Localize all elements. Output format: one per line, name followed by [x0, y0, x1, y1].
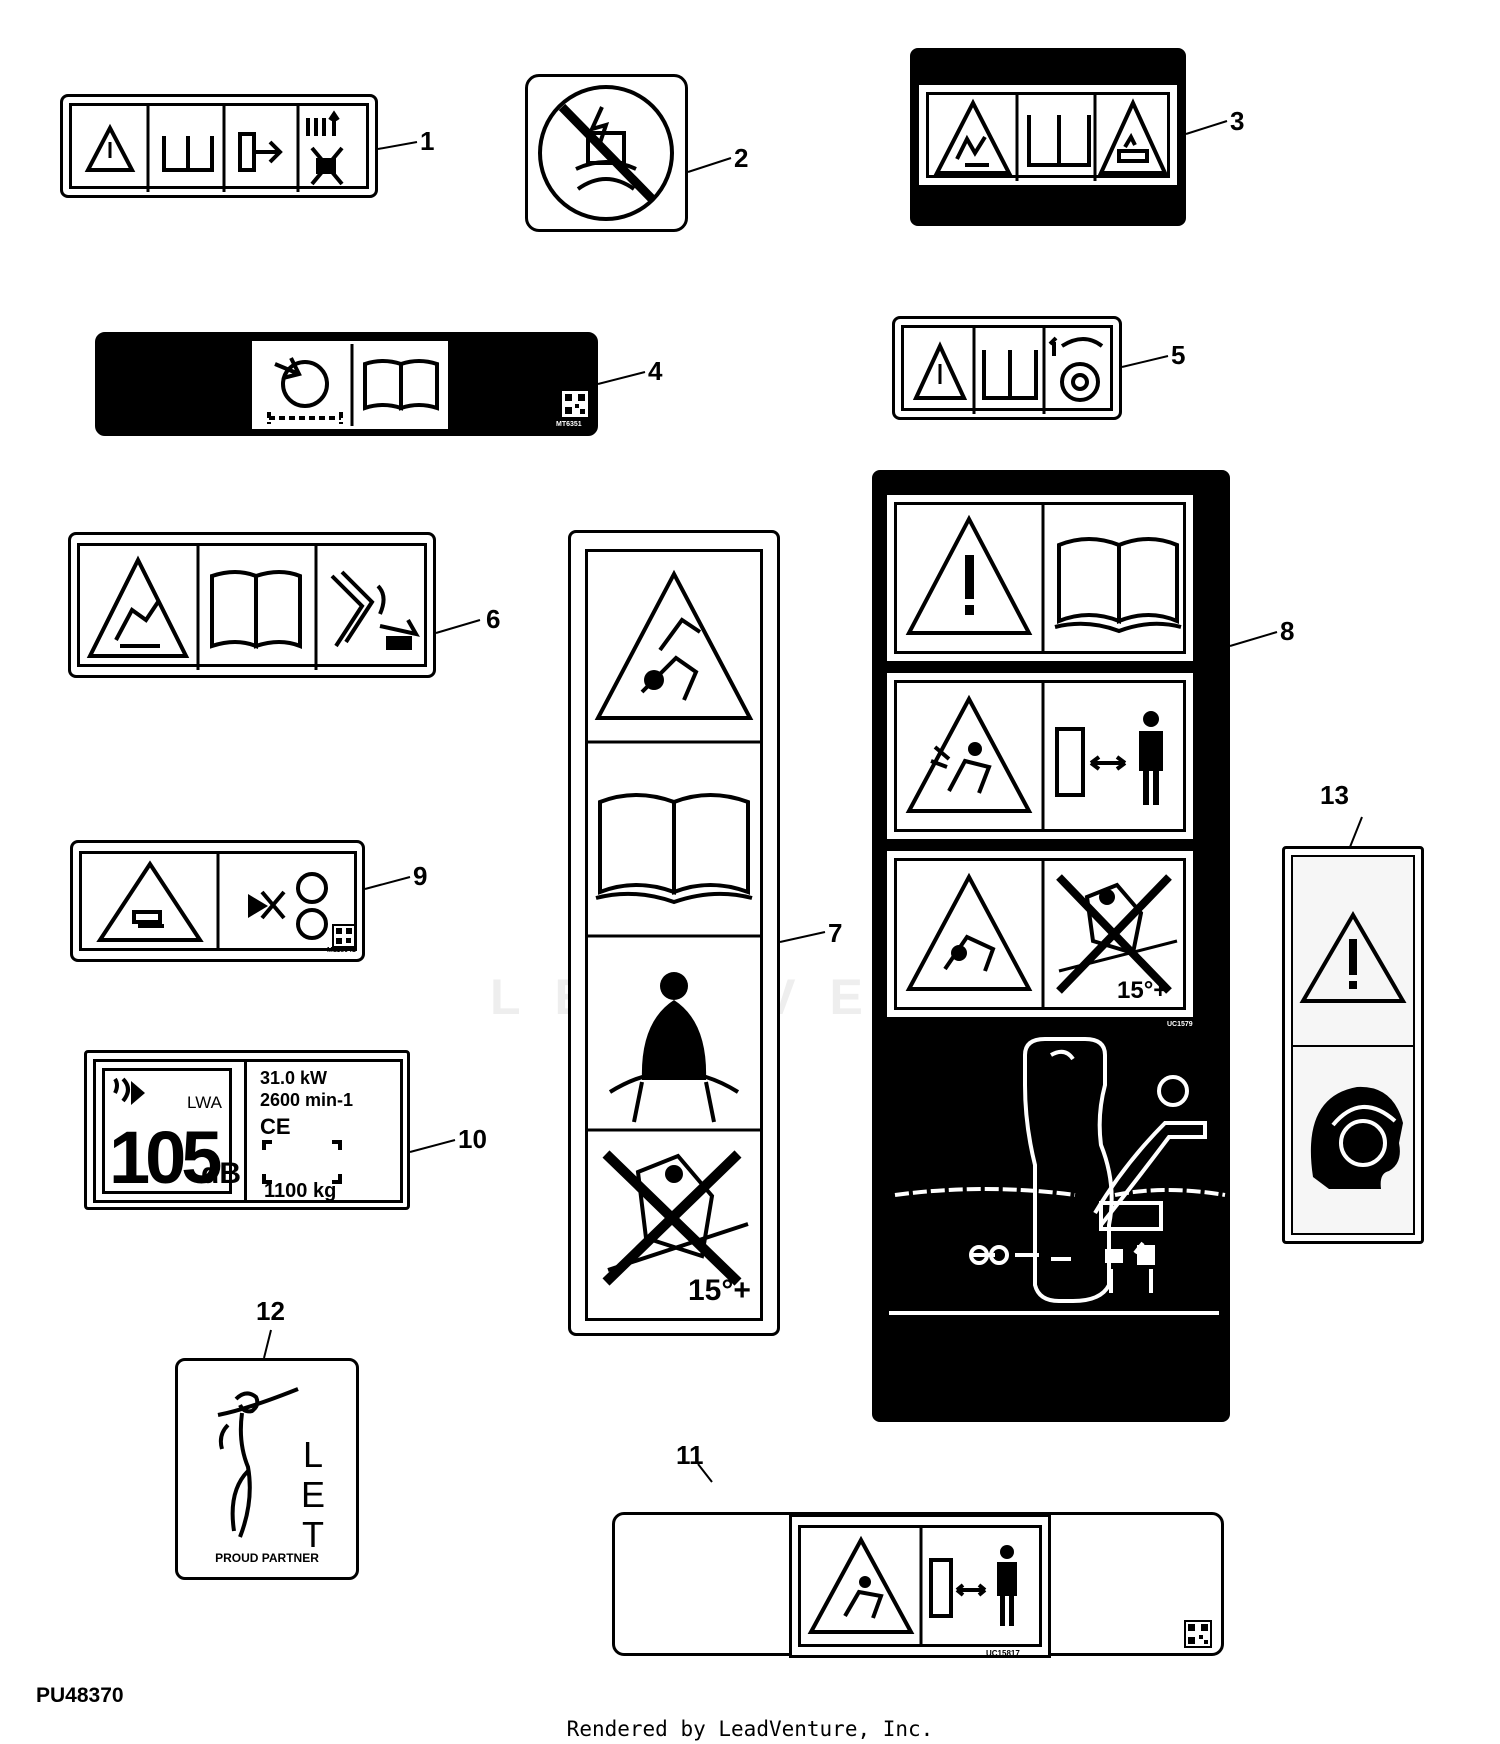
thrown-object-hazard-icon	[905, 694, 1033, 813]
warning-triangle-icon	[84, 123, 136, 172]
callout-5: 5	[1171, 340, 1186, 370]
sound-level-value: 105	[109, 1116, 222, 1199]
decal-8-row2-icons	[905, 683, 1163, 829]
decal-11: UC15817	[612, 1512, 1224, 1658]
rollover-hazard-icon	[594, 569, 754, 720]
decal-1	[60, 94, 378, 198]
decal-9-code: M118041	[327, 947, 356, 954]
decal-7: 15°+	[568, 530, 780, 1336]
warning-triangle-icon	[905, 514, 1033, 635]
golfer-logo-icon	[217, 1387, 299, 1538]
warning-triangle-icon	[912, 341, 968, 400]
decal-4-icons	[267, 344, 439, 426]
decal-3	[910, 48, 1186, 226]
manual-book-icon	[210, 570, 302, 649]
decal-9-icons	[96, 854, 328, 948]
decal-5-icons	[912, 328, 1104, 414]
no-steep-slope-icon	[602, 1150, 749, 1286]
manual-book-icon	[1027, 115, 1091, 167]
crush-hazard-icon	[933, 98, 1013, 175]
decal-13	[1282, 846, 1424, 1244]
decal-8-code: UC1579	[1167, 1021, 1193, 1028]
callout-13: 13	[1320, 780, 1349, 810]
callout-11: 11	[676, 1440, 704, 1470]
decal-6-icons	[86, 546, 420, 670]
no-water-spray-icon	[538, 85, 674, 221]
diagram-code: PU48370	[36, 1684, 124, 1707]
hand-crush-hazard-icon	[86, 555, 190, 658]
decal-4: MT6351	[95, 332, 598, 436]
decal-2	[525, 74, 688, 232]
rotating-part-icon	[267, 357, 343, 424]
decal-7-icons	[588, 569, 760, 1286]
decal-8: 15°+ UC1579	[872, 470, 1230, 1422]
callout-1: 1	[420, 126, 435, 156]
thrown-object-hazard-icon	[807, 1535, 915, 1634]
let-letter-t: T	[302, 1514, 324, 1555]
decal-13-icons	[1299, 911, 1407, 1189]
keep-distance-icon	[1055, 711, 1163, 805]
callout-9: 9	[413, 861, 428, 891]
decal-10: LWA 105 dB 31.0 kW 2600 min-1 CE 1100 kg	[84, 1050, 410, 1210]
callout-12: 12	[256, 1296, 285, 1326]
serial-bracket-icon	[262, 1140, 342, 1184]
qr-code-icon	[562, 391, 588, 417]
no-steep-slope-icon	[1056, 874, 1178, 994]
slope-angle-label: 15°+	[1117, 977, 1168, 1004]
footer-credit: Rendered by LeadVenture, Inc.	[566, 1717, 934, 1741]
callout-6: 6	[486, 604, 501, 634]
let-letter-l: L	[302, 1434, 324, 1475]
engine-speed: 2600 min-1	[260, 1090, 354, 1110]
hearing-protection-icon	[1310, 1086, 1403, 1189]
sound-level-unit: dB	[201, 1157, 241, 1190]
callout-8: 8	[1280, 616, 1295, 646]
decal-8-row1-icons	[905, 505, 1182, 651]
rollover-hazard-icon	[905, 872, 1033, 991]
decal-12: L E T PROUD PARTNER	[175, 1358, 359, 1580]
manual-book-icon	[162, 136, 214, 172]
decal-9: M118041	[70, 840, 365, 962]
noise-level-icon	[113, 1077, 145, 1105]
rotating-blade-icon	[1048, 336, 1104, 402]
engine-power: 31.0 kW	[260, 1068, 328, 1088]
decal-5	[892, 316, 1122, 420]
slope-angle-label: 15°+	[688, 1274, 751, 1307]
qr-code-icon	[332, 924, 356, 948]
control-lever-diagram	[889, 1037, 1226, 1315]
callout-7: 7	[828, 918, 843, 948]
decal-3-icons	[933, 95, 1169, 181]
callout-2: 2	[734, 143, 749, 173]
let-logo-letters: L E T	[293, 1435, 333, 1555]
hot-surface-icon	[1097, 98, 1169, 175]
decal-6	[68, 532, 436, 678]
callout-4: 4	[648, 356, 663, 386]
qr-code-icon	[1184, 1620, 1212, 1648]
callout-10: 10	[458, 1124, 487, 1154]
exit-arrow-icon	[238, 132, 283, 172]
keep-distance-icon	[929, 1545, 1017, 1626]
operator-seatbelt-icon	[608, 972, 740, 1123]
let-letter-e: E	[300, 1474, 325, 1515]
warning-triangle-icon	[1299, 911, 1407, 1003]
machine-mass: 1100 kg	[264, 1180, 337, 1202]
manual-book-icon	[363, 359, 439, 411]
decal-8-row3-icons	[905, 861, 1178, 1007]
manual-book-icon	[982, 350, 1038, 400]
lift-point-icon	[306, 110, 344, 186]
decal-11-icons	[807, 1528, 1017, 1644]
no-reach-rotating-icon	[248, 872, 328, 940]
ce-mark: CE	[260, 1114, 291, 1139]
pinch-point-icon	[330, 570, 420, 650]
decal-11-code: UC15817	[986, 1649, 1020, 1658]
proud-partner-tag: PROUD PARTNER	[215, 1551, 319, 1565]
manual-book-icon	[1054, 537, 1182, 634]
decal-4-code: MT6351	[556, 421, 582, 428]
decal-1-icons	[84, 106, 344, 192]
callout-3: 3	[1230, 106, 1245, 136]
entanglement-hazard-icon	[96, 860, 204, 942]
lwa-label: LWA	[187, 1093, 222, 1112]
manual-book-icon	[595, 793, 753, 905]
